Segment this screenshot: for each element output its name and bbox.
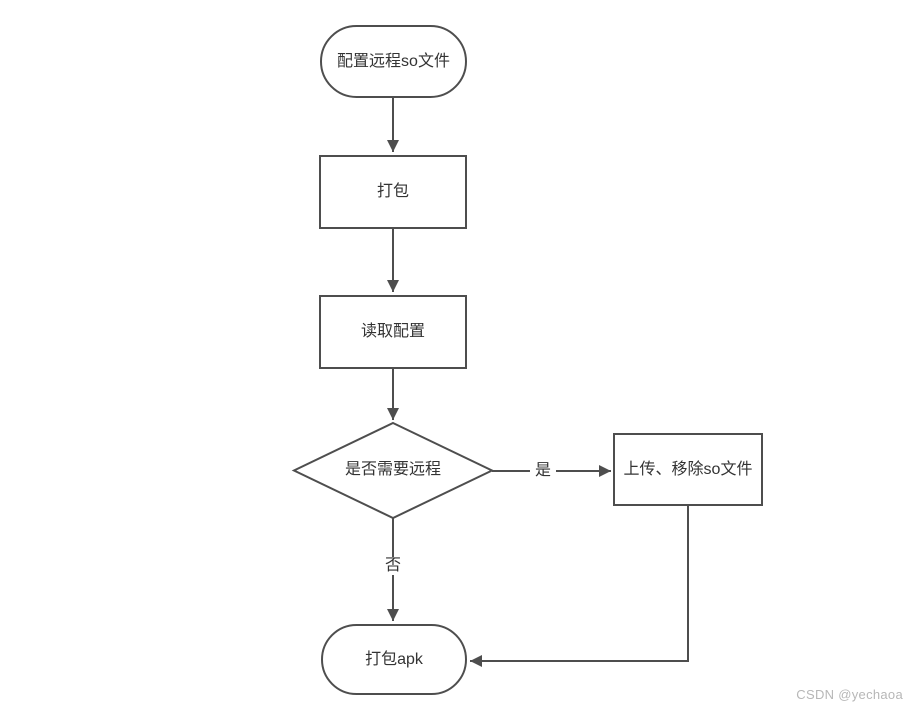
node-label: 打包 (376, 183, 409, 200)
edge-label-no: 否 (379, 557, 407, 575)
edge-upload-apk (470, 506, 689, 667)
node-decision-need-remote: 是否需要远程 (296, 462, 490, 478)
node-label: 打包apk (365, 650, 423, 668)
node-start-configure-remote-so: 配置远程so文件 (320, 25, 467, 98)
node-package-apk: 打包apk (321, 624, 467, 695)
node-label: 上传、移除so文件 (623, 460, 753, 478)
node-label: 是否需要远程 (344, 461, 441, 478)
node-upload-remove-so: 上传、移除so文件 (613, 433, 763, 506)
node-read-config: 读取配置 (319, 295, 467, 369)
node-package: 打包 (319, 155, 467, 229)
edge-label-yes: 是 (529, 462, 557, 480)
node-label: 配置远程so文件 (337, 52, 450, 70)
csdn-watermark: CSDN @yechaoa (796, 687, 903, 702)
node-label: 读取配置 (360, 323, 425, 340)
